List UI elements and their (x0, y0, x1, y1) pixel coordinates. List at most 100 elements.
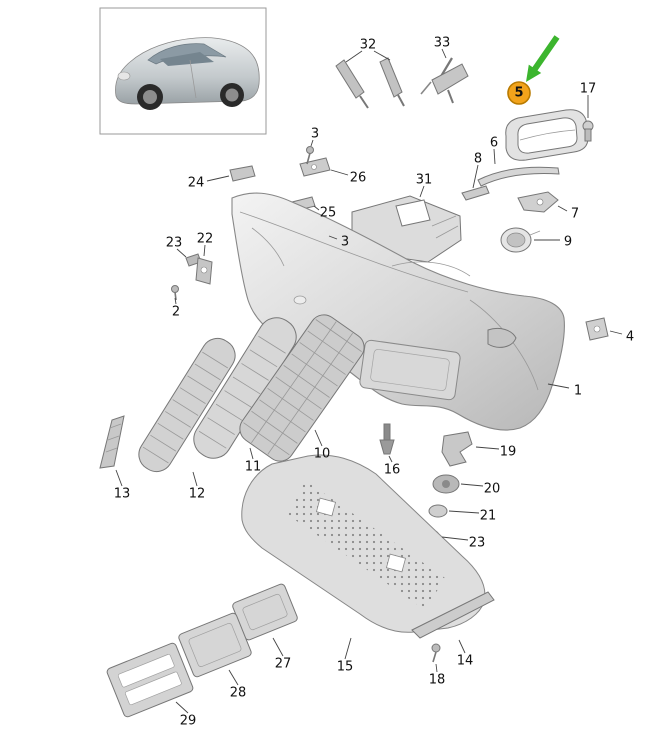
leader-line-19 (475, 446, 500, 450)
part-label-26[interactable]: 26 (350, 171, 367, 186)
leader-line-31 (419, 185, 425, 198)
part-32-applicator-a[interactable] (335, 59, 369, 109)
part-1-front-bumper[interactable] (231, 192, 565, 431)
part-label-20[interactable]: 20 (484, 482, 501, 497)
part-label-10[interactable]: 10 (314, 447, 331, 462)
leader-line-8 (472, 164, 479, 189)
leader-line-11 (249, 447, 254, 460)
leader-line-29 (175, 701, 189, 714)
part-10-center-grille[interactable] (234, 309, 369, 466)
part-label-19[interactable]: 19 (500, 445, 517, 460)
part-label-31[interactable]: 31 (416, 173, 433, 188)
part-label-16[interactable]: 16 (384, 463, 401, 478)
part-28-plate-bracket[interactable] (178, 612, 253, 678)
part-label-23b[interactable]: 23 (469, 536, 486, 551)
highlighted-part-label[interactable]: 5 (514, 86, 523, 101)
part-13-side-grille-strip[interactable] (99, 415, 125, 469)
part-label-33[interactable]: 33 (434, 36, 451, 51)
part-label-7[interactable]: 7 (571, 207, 579, 222)
part-33-cartridge-gun[interactable] (420, 57, 469, 104)
part-29-plate-bracket[interactable] (106, 642, 194, 718)
part-label-12[interactable]: 12 (189, 487, 206, 502)
part-label-18[interactable]: 18 (429, 673, 446, 688)
part-19-holder[interactable] (441, 431, 473, 467)
part-3a-screw[interactable] (306, 146, 314, 165)
part-label-1[interactable]: 1 (574, 384, 582, 399)
part-label-17[interactable]: 17 (580, 82, 597, 97)
part-20-park-sensor[interactable] (432, 474, 460, 494)
leader-line-18 (435, 663, 438, 673)
leader-line-23b (441, 536, 469, 541)
part-22-bracket[interactable] (195, 257, 213, 285)
part-label-21[interactable]: 21 (480, 509, 497, 524)
part-label-4[interactable]: 4 (626, 330, 634, 345)
part-label-8[interactable]: 8 (474, 152, 482, 167)
car-front-wheel-hub (143, 90, 157, 104)
part-label-3b[interactable]: 3 (341, 235, 349, 250)
leader-line-25 (313, 205, 320, 211)
leader-line-15 (344, 637, 352, 660)
part-label-32[interactable]: 32 (360, 38, 377, 53)
part-label-29[interactable]: 29 (180, 714, 197, 729)
car-rear-wheel-hub (225, 88, 239, 102)
part-label-27[interactable]: 27 (275, 657, 292, 672)
part-label-22[interactable]: 22 (197, 232, 214, 247)
leader-line-33 (441, 48, 447, 59)
leader-line-4 (609, 330, 623, 335)
leader-line-16 (388, 455, 393, 463)
leader-line-2 (174, 297, 177, 305)
part-label-14[interactable]: 14 (457, 654, 474, 669)
vehicle-illustration (115, 37, 260, 110)
part-8-spacer[interactable] (461, 185, 490, 201)
leader-line-21 (448, 510, 480, 514)
leader-line-12 (192, 471, 198, 487)
leader-line-7 (557, 205, 568, 212)
part-6-trim-strip[interactable] (477, 166, 560, 187)
part-24-bracket[interactable] (229, 165, 256, 182)
leader-line-13 (115, 469, 123, 487)
part-label-3a[interactable]: 3 (311, 127, 319, 142)
part-17-clip[interactable] (582, 120, 594, 142)
leader-line-28 (228, 669, 239, 686)
car-door-line (189, 59, 197, 99)
part-label-28[interactable]: 28 (230, 686, 247, 701)
part-16-sensor[interactable] (379, 423, 395, 455)
part-21-grommet[interactable] (428, 504, 448, 518)
leader-line-27 (272, 637, 284, 657)
part-label-23a[interactable]: 23 (166, 236, 183, 251)
leader-line-32 (373, 50, 391, 61)
part-label-25[interactable]: 25 (320, 206, 337, 221)
leader-line-24 (206, 175, 230, 182)
car-side-window (160, 52, 214, 66)
part-label-15[interactable]: 15 (337, 660, 354, 675)
part-label-9[interactable]: 9 (564, 235, 572, 250)
part-18-screw[interactable] (431, 643, 441, 663)
part-2-screw[interactable] (171, 285, 179, 301)
part-label-6[interactable]: 6 (490, 136, 498, 151)
part-4-bracket[interactable] (585, 317, 609, 341)
leader-line-32 (345, 50, 363, 63)
part-7-bracket[interactable] (517, 191, 559, 213)
part-32-applicator-b[interactable] (379, 57, 405, 107)
leader-line-23a (176, 248, 187, 258)
part-26-bracket[interactable] (299, 157, 331, 177)
part-5-slat (519, 129, 576, 141)
part-label-11[interactable]: 11 (245, 460, 262, 475)
part-label-13[interactable]: 13 (114, 487, 131, 502)
part-14-trim-strip[interactable] (411, 591, 495, 639)
highlighted-part-5-badge[interactable] (507, 81, 531, 105)
part-label-24[interactable]: 24 (188, 176, 205, 191)
leader-line-3a (310, 139, 314, 147)
leader-line-22 (203, 244, 206, 257)
leader-line-1 (547, 383, 570, 389)
leader-line-14 (458, 639, 466, 654)
part-9-fog-lamp[interactable] (500, 227, 541, 253)
part-1-license-plate-recess (359, 339, 461, 401)
leader-line-10 (314, 429, 323, 447)
part-label-2[interactable]: 2 (172, 305, 180, 320)
part-5-fog-grille-surround[interactable] (505, 109, 589, 161)
part-12-grille[interactable] (133, 332, 241, 477)
